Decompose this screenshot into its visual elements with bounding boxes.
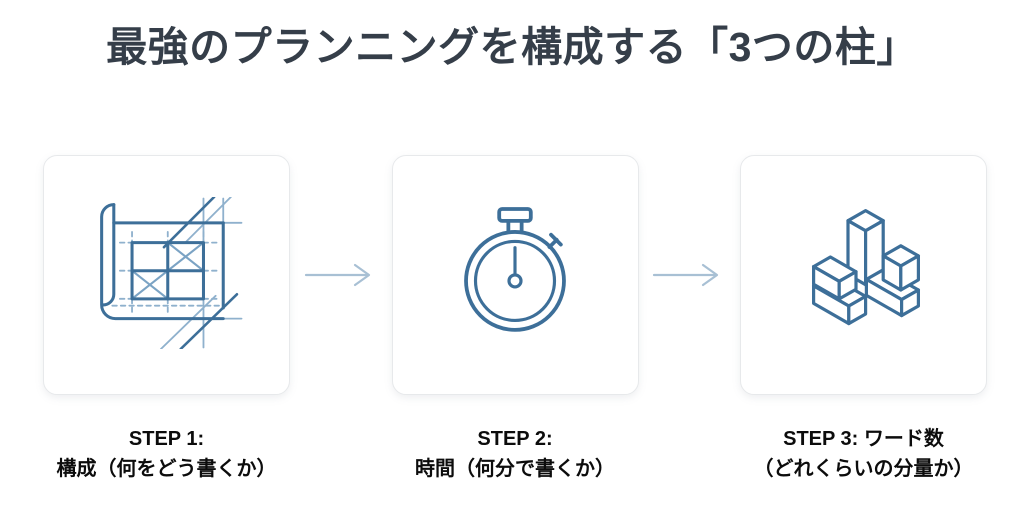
step-column-2: STEP 2: 時間（何分で書くか） (391, 155, 639, 484)
step-column-1: STEP 1: 構成（何をどう書くか） (43, 155, 290, 484)
step-connector-2 (652, 262, 726, 293)
step-sublabel: （どれくらいの分量か） (753, 458, 974, 481)
step-sublabel: 構成（何をどう書くか） (56, 458, 277, 481)
step-sublabel: 時間（何分で書くか） (415, 458, 615, 481)
step-label: STEP 2: (477, 428, 553, 451)
step-label: STEP 1: (128, 428, 205, 451)
step-label: STEP 3: ワード数 (783, 428, 944, 451)
step-caption-3: STEP 3: ワード数 （どれくらいの分量か） (740, 424, 987, 484)
step-caption-1: STEP 1: 構成（何をどう書くか） (43, 424, 290, 484)
step-card-1 (43, 155, 290, 396)
step-connector-1 (304, 262, 378, 293)
step-card-3 (740, 155, 987, 396)
right-arrow-icon (652, 264, 726, 292)
step-card-2 (391, 155, 639, 396)
right-arrow-icon (304, 264, 378, 292)
page-title: 最強のプランニングを構成する「3つの柱」 (106, 24, 918, 70)
stopwatch-icon (436, 194, 594, 357)
step-caption-2: STEP 2: 時間（何分で書くか） (392, 424, 639, 484)
blueprint-icon (91, 195, 243, 354)
cubes-icon (784, 193, 944, 358)
steps-row: STEP 1: 構成（何をどう書くか） (0, 155, 1024, 484)
step-column-3: STEP 3: ワード数 （どれくらいの分量か） (740, 155, 987, 484)
